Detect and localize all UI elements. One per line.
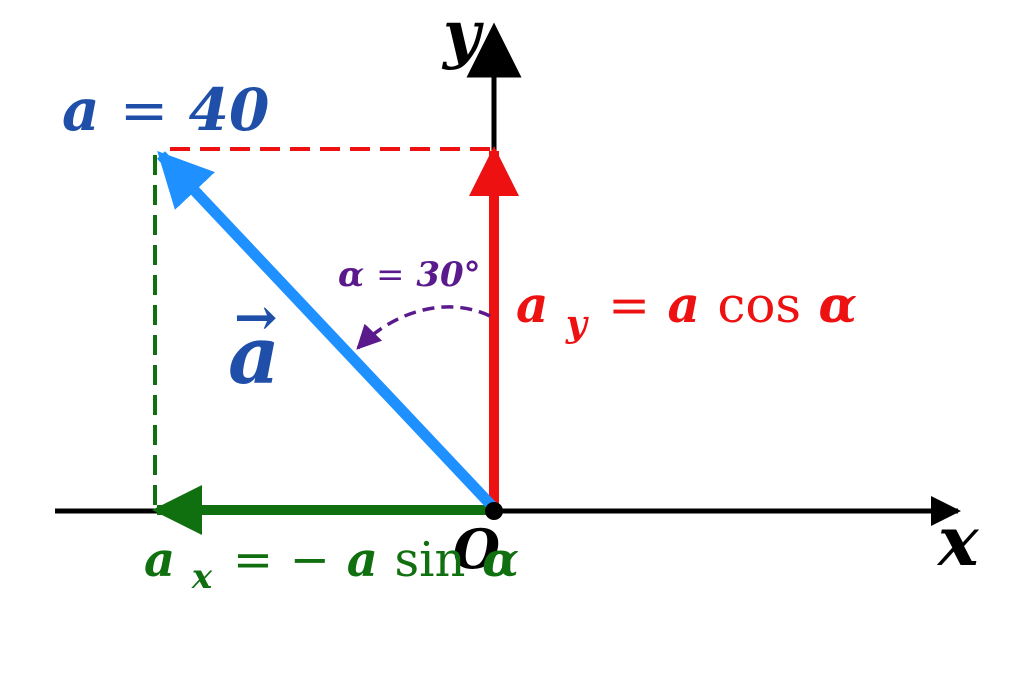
ax-func: sin [395, 532, 466, 588]
angle-equals: = [376, 255, 405, 295]
angle-value: 30° [416, 255, 480, 295]
ay-equals: = [608, 276, 650, 334]
x-axis-label: x [936, 502, 980, 582]
angle-label: α = 30° [338, 255, 481, 295]
ax-equals: = [233, 532, 273, 588]
ay-subscript: y [565, 303, 589, 345]
magnitude-value: 40 [189, 76, 270, 144]
vector-a [156, 150, 497, 510]
ay-coef: a [668, 275, 700, 334]
magnitude-equals: = [120, 76, 169, 144]
magnitude-symbol: a [62, 76, 100, 144]
ay-func: cos [717, 276, 801, 334]
vector-label-arrow: → [234, 287, 278, 348]
ax-base: a [144, 532, 175, 588]
ax-minus: − [290, 532, 330, 588]
ax-arg: α [482, 532, 519, 588]
magnitude-label: a = 40 [62, 76, 269, 144]
origin-point [485, 502, 503, 520]
angle-symbol: α [338, 255, 364, 295]
ay-arg: α [819, 275, 857, 334]
origin-label: O [453, 517, 500, 581]
ay-formula: a y = a cos α [516, 275, 857, 348]
ax-subscript: x [191, 557, 213, 597]
y-axis-label: y [441, 0, 484, 72]
ax-coef: a [347, 532, 378, 588]
ay-base: a [516, 275, 548, 334]
angle-arc [356, 305, 491, 350]
ax-formula: a x = − a sin α [144, 532, 519, 600]
vector-label: a [228, 308, 280, 402]
